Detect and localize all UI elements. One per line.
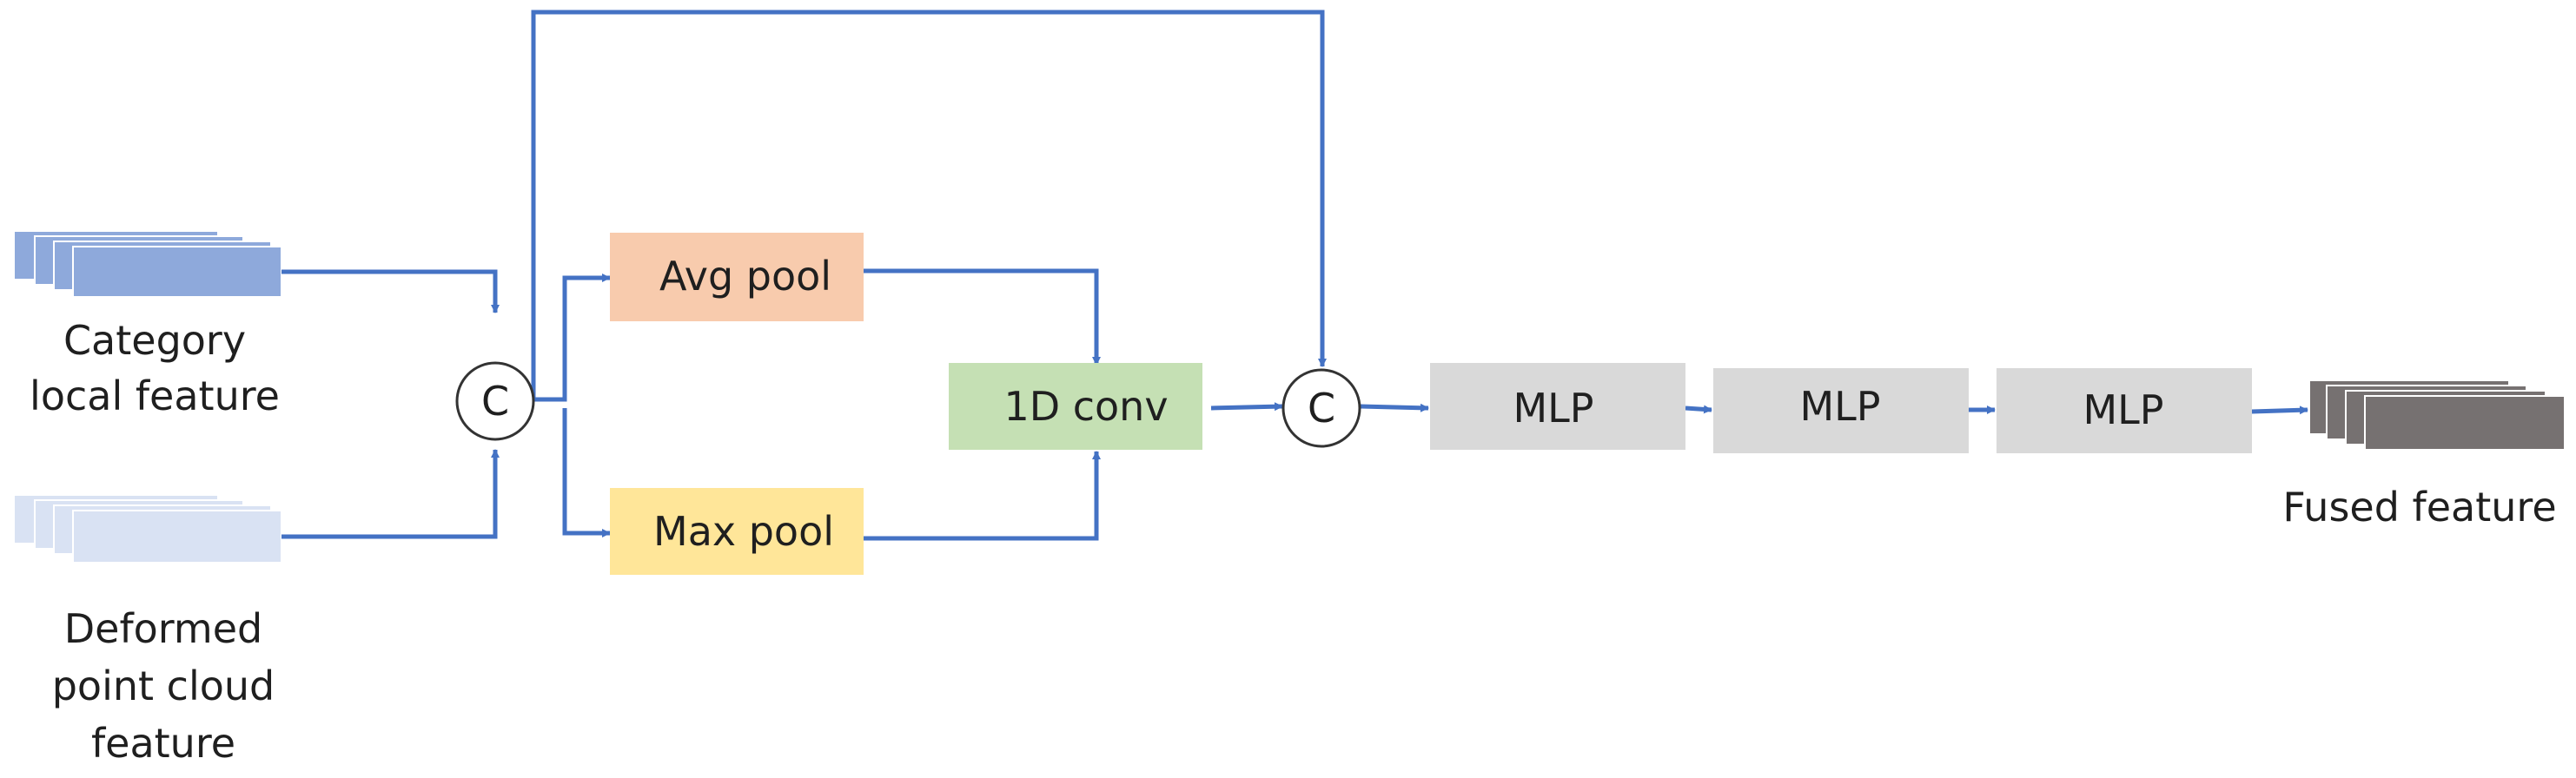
edges bbox=[281, 10, 2308, 541]
mlp-block-3: MLP bbox=[1997, 368, 2252, 453]
mlp-2-label: MLP bbox=[1799, 383, 1880, 430]
concat-node-2: C bbox=[1281, 368, 1361, 448]
deformed-label-line2: point cloud bbox=[52, 663, 275, 709]
concat-node-1-label: C bbox=[481, 378, 509, 425]
category-feature-stack bbox=[13, 230, 282, 298]
mlp-block-2: MLP bbox=[1713, 368, 1969, 453]
avg-pool-block: Avg pool bbox=[610, 233, 864, 321]
edge-conv-to-concat2 bbox=[1210, 402, 1283, 412]
edge-mlp3-to-fused bbox=[2251, 405, 2308, 415]
avg-pool-label: Avg pool bbox=[659, 253, 831, 300]
edge-maxpool-to-conv bbox=[864, 451, 1101, 541]
conv-block: 1D conv bbox=[949, 363, 1202, 450]
mlp-block-1: MLP bbox=[1430, 363, 1685, 450]
max-pool-block: Max pool bbox=[610, 488, 864, 575]
fused-feature-label: Fused feature bbox=[2282, 484, 2556, 531]
category-label-line2: local feature bbox=[30, 373, 280, 419]
concat-node-2-label: C bbox=[1308, 385, 1335, 432]
max-pool-label: Max pool bbox=[653, 508, 834, 555]
mlp-3-label: MLP bbox=[2083, 386, 2163, 433]
edge-category-to-concat1 bbox=[281, 269, 500, 313]
conv-label: 1D conv bbox=[1003, 383, 1168, 430]
mlp-1-label: MLP bbox=[1513, 385, 1593, 432]
edge-deformed-to-concat1 bbox=[281, 449, 500, 539]
edge-skip-to-concat2 bbox=[531, 10, 1327, 399]
edge-concat2-to-mlp1 bbox=[1360, 403, 1429, 412]
deformed-label-line3: feature bbox=[91, 720, 235, 767]
category-label-line1: Category bbox=[63, 317, 246, 364]
fused-feature-stack bbox=[2308, 379, 2566, 451]
deformed-label-line1: Deformed bbox=[64, 605, 262, 652]
edge-concat1-to-maxpool bbox=[562, 408, 611, 537]
concat-node-1: C bbox=[455, 361, 535, 441]
edge-concat1-to-avgpool bbox=[533, 274, 611, 402]
deformed-feature-stack bbox=[13, 494, 282, 564]
edge-avgpool-to-conv bbox=[864, 268, 1101, 366]
edge-mlp1-to-mlp2 bbox=[1685, 405, 1712, 414]
